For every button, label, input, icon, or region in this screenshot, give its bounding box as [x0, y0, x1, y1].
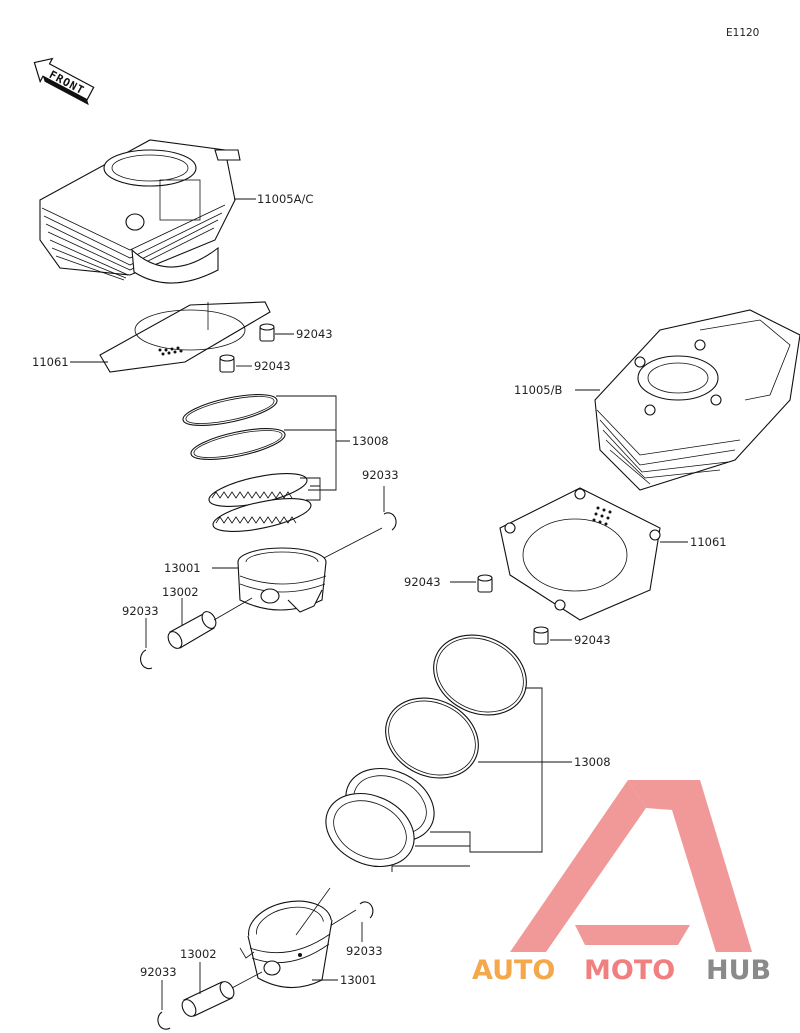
- piston-pin-icon: [167, 611, 217, 649]
- label-dowel-top-1: 92043: [296, 327, 333, 341]
- circlip-icon: [140, 649, 153, 670]
- label-dowel-top-2: 92043: [254, 359, 291, 373]
- label-clip-bottom-left: 92033: [140, 965, 177, 979]
- label-piston-bottom: 13001: [340, 973, 377, 987]
- label-dowel-right-1: 92043: [404, 575, 441, 589]
- label-pin-top: 13002: [162, 585, 199, 599]
- piston-pin-icon: [181, 981, 235, 1017]
- watermark-text-hub: HUB: [706, 955, 771, 986]
- label-clip-top-right: 92033: [362, 468, 399, 482]
- dowel-pin-icon: [219, 354, 235, 373]
- front-arrow-icon: FRONT: [33, 57, 95, 106]
- label-pin-bottom: 13002: [180, 947, 217, 961]
- label-clip-bottom-right: 92033: [346, 944, 383, 958]
- piston-bottom-icon: [239, 900, 333, 989]
- gasket-right-icon: [499, 487, 661, 621]
- label-cylinder-ac: 11005A/C: [257, 192, 313, 206]
- circlip-icon: [383, 512, 397, 531]
- cylinder-ac-icon: [39, 139, 241, 284]
- piston-rings-top-icon: [182, 394, 312, 532]
- dowel-pin-icon: [477, 574, 493, 593]
- label-gasket-left: 11061: [32, 355, 69, 369]
- circlip-icon: [359, 901, 374, 919]
- gasket-left-icon: [99, 301, 271, 373]
- dowel-pin-icon: [259, 323, 275, 342]
- label-rings-top: 13008: [352, 434, 389, 448]
- watermark-text-auto: AUTO: [472, 955, 555, 986]
- label-cylinder-b: 11005/B: [514, 383, 562, 397]
- watermark: AUTO MOTO HUB: [472, 955, 771, 986]
- piston-rings-bottom-icon: [325, 634, 527, 867]
- label-gasket-right: 11061: [690, 535, 727, 549]
- label-piston-top: 13001: [164, 561, 201, 575]
- cylinder-b-icon: [594, 309, 800, 491]
- dowel-pin-icon: [533, 626, 549, 645]
- label-dowel-right-2: 92043: [574, 633, 611, 647]
- circlip-icon: [157, 1011, 171, 1030]
- watermark-text-moto: MOTO: [584, 955, 675, 986]
- piston-top-icon: [237, 547, 327, 613]
- watermark-logo-icon: [510, 780, 752, 952]
- label-rings-bottom: 13008: [574, 755, 611, 769]
- label-clip-top-left: 92033: [122, 604, 159, 618]
- diagram-code: E1120: [726, 27, 759, 39]
